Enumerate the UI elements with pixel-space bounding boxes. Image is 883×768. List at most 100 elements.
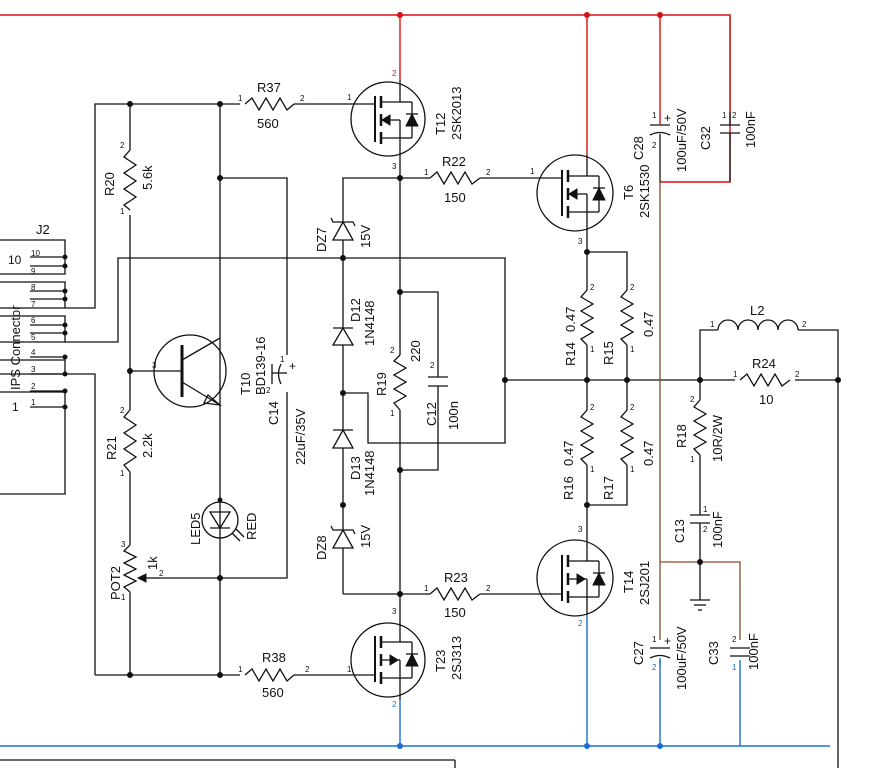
t23-pin3: 3 (392, 607, 397, 616)
r15-ref: R15 (601, 341, 616, 365)
d13-value: 1N4148 (362, 450, 377, 496)
dz8-ref: DZ8 (314, 535, 329, 560)
r17-pin1: 1 (630, 465, 635, 474)
source-resistor-wires (502, 249, 703, 508)
c27-pin1: 1 (652, 635, 657, 644)
output-network-wires (699, 329, 841, 562)
capacitor-c13: 1 2 C13 100nF (672, 505, 725, 548)
r15-pin2: 2 (630, 283, 635, 292)
connector-pin-2: 2 (31, 382, 36, 391)
transistor-t12: 2 1 3 T12 2SK2013 (347, 69, 464, 178)
c14-value: 22uF/35V (293, 408, 308, 465)
c28-ref: C28 (631, 136, 646, 160)
r14-ref: R14 (563, 342, 578, 366)
r37-value: 560 (257, 116, 279, 131)
pot2-ref: POT2 (108, 566, 123, 600)
connector-pin-6: 6 (31, 316, 36, 325)
resistor-r15: R15 0.47 2 1 (601, 283, 656, 365)
r37-pin2: 2 (300, 94, 305, 103)
c33-value: 100nF (746, 633, 761, 670)
diode-d12: D12 1N4148 (331, 298, 377, 360)
connector-pin-3: 3 (31, 365, 36, 374)
resistor-r17: R17 0.47 2 1 (601, 403, 656, 500)
r17-pin2: 2 (630, 403, 635, 412)
capacitor-c32: 1 2 C32 100nF (698, 111, 758, 182)
pot2-value: 1k (145, 556, 160, 570)
r37-ref: R37 (257, 80, 281, 95)
bias-network-wires (65, 101, 506, 678)
r18-pin2: 2 (690, 395, 695, 404)
r21-pin1: 1 (120, 469, 125, 478)
r19-pin1: 1 (390, 409, 395, 418)
r17-value: 0.47 (641, 441, 656, 466)
c28-plus: + (664, 111, 671, 125)
connector-pin-7: 7 (31, 300, 36, 309)
r15-value: 0.47 (641, 312, 656, 337)
c12-value: 100n (446, 401, 461, 430)
r21-value: 2.2k (140, 433, 155, 458)
transistor-t23: 3 1 2 T23 2SJ313 (347, 594, 464, 709)
t6-pin3: 3 (578, 237, 583, 246)
r17-ref: R17 (601, 476, 616, 500)
t10-pin3: 3 (152, 361, 157, 370)
r38-value: 560 (262, 685, 284, 700)
dz8-value: 15V (358, 525, 373, 548)
r20-pin1: 1 (120, 207, 125, 216)
r24-pin1: 1 (733, 370, 738, 379)
c28-pin2: 2 (652, 141, 657, 150)
connector-left-label-10: 10 (8, 253, 22, 267)
c28-pin1: 1 (652, 111, 657, 120)
r38-ref: R38 (262, 650, 286, 665)
c32-pin1: 1 (722, 111, 727, 120)
center-wires (340, 175, 506, 597)
connector-ref: J2 (36, 222, 50, 237)
r21-ref: R21 (104, 436, 119, 460)
r24-pin2: 2 (795, 370, 800, 379)
d12-ref: D12 (348, 298, 363, 322)
negative-rail (0, 615, 830, 749)
capacitor-c27: + 1 2 C27 100uF/50V (631, 626, 689, 690)
r20-value: 5.6k (140, 165, 155, 190)
t6-pin1: 1 (530, 167, 535, 176)
r38-pin2: 2 (305, 665, 310, 674)
connector-pin-5: 5 (31, 333, 36, 342)
r24-ref: R24 (752, 356, 776, 371)
t12-ref: T12 (433, 113, 448, 135)
led5-ref: LED5 (188, 512, 203, 545)
connector-pin-9: 9 (31, 267, 36, 276)
r19-value: 220 (408, 340, 423, 362)
connector-pin-10: 10 (31, 249, 40, 258)
l2-pin2: 2 (802, 320, 807, 329)
resistor-r37: R37 560 1 2 (238, 80, 350, 131)
resistor-r22: R22 150 1 2 (400, 154, 535, 205)
resistor-r38: R38 560 1 2 (238, 650, 350, 700)
r20-pin2: 2 (120, 141, 125, 150)
t14-pin3: 3 (578, 525, 583, 534)
transistor-t6: 1 3 T6 2SK1530 (530, 154, 652, 252)
r18-ref: R18 (674, 424, 689, 448)
resistor-r16: R16 0.47 2 1 (561, 403, 595, 500)
c14-pin1: 1 (280, 355, 285, 364)
r18-value: 10R/2W (710, 414, 725, 462)
capacitor-c14: + 1 2 C14 22uF/35V (266, 355, 308, 465)
connector-title: IPS Connector (8, 305, 23, 390)
r22-ref: R22 (442, 154, 466, 169)
led5-value: RED (244, 513, 259, 540)
r23-pin1: 1 (424, 584, 429, 593)
c32-pin2: 2 (732, 111, 737, 120)
t23-part: 2SJ313 (449, 636, 464, 680)
r23-pin2: 2 (486, 584, 491, 593)
dz7-value: 15V (358, 225, 373, 248)
c33-pin1: 1 (732, 663, 737, 672)
t6-ref: T6 (621, 185, 636, 200)
r14-pin1: 1 (590, 345, 595, 354)
t6-part: 2SK1530 (637, 165, 652, 219)
t14-pin2: 2 (578, 619, 583, 628)
r16-ref: R16 (561, 476, 576, 500)
t14-part: 2SJ201 (637, 561, 652, 605)
transistor-t14: 3 2 T14 2SJ201 (535, 505, 652, 628)
r23-value: 150 (444, 605, 466, 620)
resistor-r19: R19 220 2 1 (374, 340, 423, 418)
inductor-l2: L2 1 2 (710, 303, 807, 331)
